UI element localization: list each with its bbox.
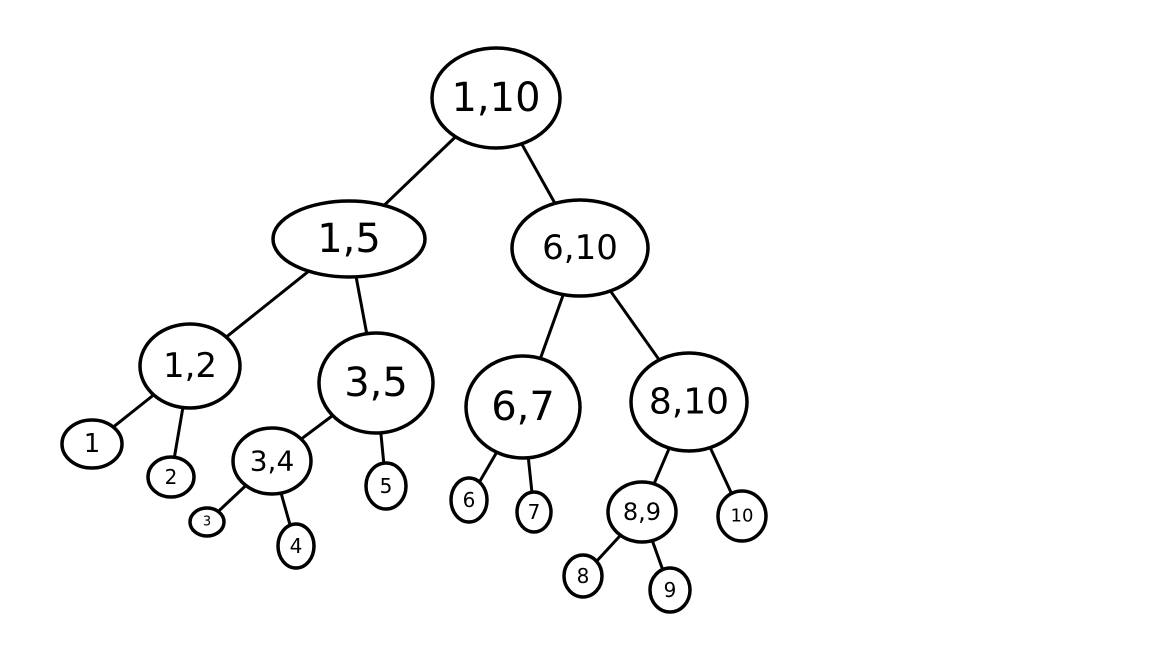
node-ellipse	[60, 418, 124, 470]
edge-n6_10-n8_10	[608, 289, 661, 362]
node-label: 5	[380, 474, 393, 498]
node-label: 3,4	[250, 445, 295, 478]
tree-node-n9: 9	[648, 566, 692, 614]
edge-n8_10-n10	[708, 446, 734, 495]
edge-n3_5-n3_4	[299, 413, 335, 441]
tree-node-n1_5: 1,5	[271, 199, 427, 279]
node-ellipse	[510, 198, 650, 298]
node-ellipse	[606, 480, 678, 544]
node-label: 3,5	[344, 360, 408, 406]
node-label: 6,7	[491, 384, 555, 430]
tree-node-n2: 2	[146, 455, 196, 499]
node-ellipse	[464, 354, 582, 460]
tree-node-n5: 5	[364, 461, 408, 511]
tree-node-n1: 1	[60, 418, 124, 470]
edge-n1_5-n1_2	[224, 269, 311, 339]
node-ellipse	[188, 506, 226, 538]
edge-n3_4-n3	[216, 484, 248, 513]
edge-n1_10-n6_10	[520, 142, 557, 205]
edge-n3_4-n4	[279, 491, 292, 527]
tree-node-n8_9: 8,9	[606, 480, 678, 544]
tree-node-n6_10: 6,10	[510, 198, 650, 298]
edge-n1_2-n1	[111, 393, 156, 429]
node-label: 4	[290, 534, 303, 558]
edge-n3_5-n5	[379, 431, 386, 465]
node-ellipse	[271, 199, 427, 279]
nodes-layer: 1,10 1,5 6,10 1,2 3,5 6,7 8,10 1 2 3,4 5 6 7 8,9 10 3 4 8…	[60, 46, 768, 614]
edge-n8_9-n9	[650, 539, 665, 572]
node-label: 3	[203, 515, 211, 530]
node-ellipse	[562, 553, 604, 599]
tree-node-n7: 7	[515, 490, 553, 534]
tree-node-n6_7: 6,7	[464, 354, 582, 460]
tree-node-n8_10: 8,10	[629, 351, 749, 453]
node-label: 1,5	[317, 216, 381, 262]
node-label: 6	[463, 488, 476, 512]
node-label: 1,10	[451, 75, 540, 121]
tree-node-n10: 10	[716, 489, 768, 543]
edge-n1_5-n3_5	[354, 275, 369, 336]
node-ellipse	[449, 476, 489, 524]
node-ellipse	[317, 331, 435, 435]
node-label: 8,9	[623, 498, 661, 526]
edge-n8_10-n8_9	[652, 446, 671, 486]
tree-node-n4: 4	[276, 522, 316, 570]
node-ellipse	[231, 426, 313, 496]
node-label: 8	[577, 564, 590, 588]
node-label: 10	[731, 506, 754, 527]
node-ellipse	[648, 566, 692, 614]
tree-node-n1_2: 1,2	[138, 322, 242, 410]
node-ellipse	[276, 522, 316, 570]
edges-layer	[111, 135, 734, 572]
tree-node-n8: 8	[562, 553, 604, 599]
node-ellipse	[138, 322, 242, 410]
edge-n8_9-n8	[595, 533, 623, 563]
node-label: 6,10	[542, 228, 618, 268]
node-label: 1	[84, 429, 101, 459]
edge-n6_7-n7	[526, 456, 534, 494]
edge-n6_7-n6	[477, 450, 499, 484]
node-label: 9	[664, 578, 677, 602]
tree-node-n1_10: 1,10	[430, 46, 562, 150]
node-ellipse	[515, 490, 553, 534]
node-label: 7	[528, 500, 541, 524]
node-label: 2	[165, 465, 178, 489]
edge-n6_10-n6_7	[538, 293, 565, 360]
node-ellipse	[430, 46, 562, 150]
tree-node-n3: 3	[188, 506, 226, 538]
tree-node-n6: 6	[449, 476, 489, 524]
tree-node-n3_5: 3,5	[317, 331, 435, 435]
node-ellipse	[716, 489, 768, 543]
node-ellipse	[364, 461, 408, 511]
node-label: 1,2	[163, 346, 217, 386]
edge-n1_2-n2	[172, 406, 185, 459]
node-ellipse	[146, 455, 196, 499]
edge-n1_10-n1_5	[382, 135, 458, 207]
tree-node-n3_4: 3,4	[231, 426, 313, 496]
node-label: 8,10	[649, 382, 729, 423]
node-ellipse	[629, 351, 749, 453]
